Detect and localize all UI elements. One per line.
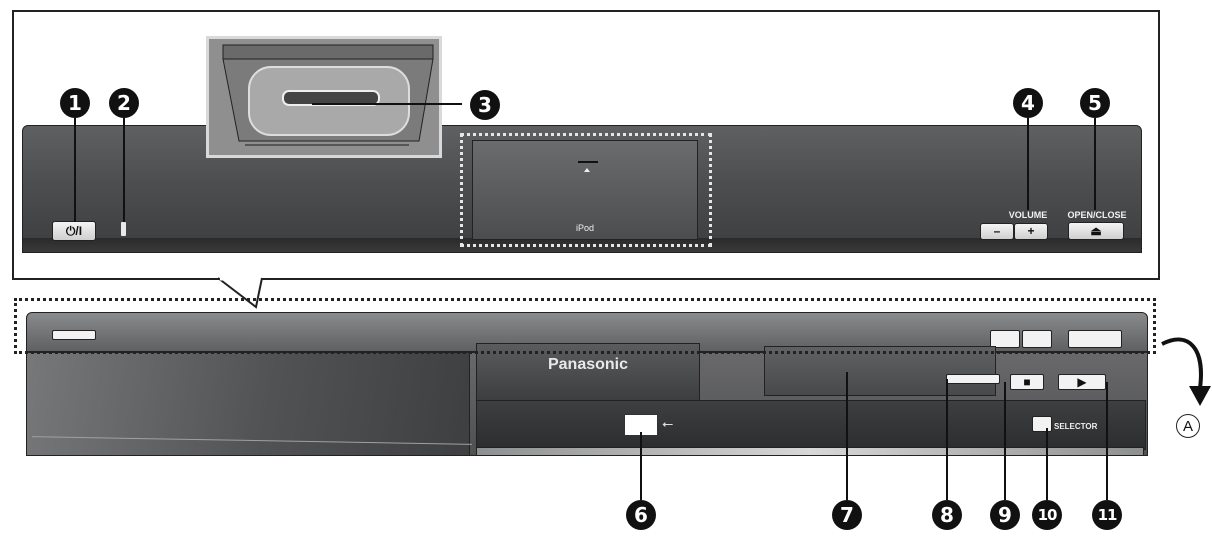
dock-arrow-icon xyxy=(584,168,590,172)
play-button[interactable]: ▶ xyxy=(1058,374,1106,390)
marker-4: 4 xyxy=(1013,88,1043,118)
unit-open-close-button[interactable] xyxy=(1068,330,1122,348)
leader-line-9 xyxy=(1004,382,1006,500)
marker-7: 7 xyxy=(832,500,862,530)
marker-11: 11 xyxy=(1092,500,1122,530)
leader-line-1 xyxy=(74,118,76,222)
ipod-dock-highlight xyxy=(460,133,712,247)
marker-10: 10 xyxy=(1032,500,1062,530)
leader-line-8 xyxy=(946,379,948,500)
marker-9: 9 xyxy=(990,500,1020,530)
marker-5: 5 xyxy=(1080,88,1110,118)
volume-up-button[interactable]: + xyxy=(1014,223,1048,240)
leader-line-11 xyxy=(1106,382,1108,500)
label-a: A xyxy=(1176,414,1200,438)
dock-mark xyxy=(578,161,598,163)
unit-power-button[interactable] xyxy=(52,330,96,340)
marker-6: 6 xyxy=(626,500,656,530)
base-strip xyxy=(476,447,1144,456)
stop-button[interactable]: ■ xyxy=(1010,374,1044,390)
marker-1: 1 xyxy=(60,88,90,118)
unit-volume-up-button[interactable] xyxy=(1022,330,1052,348)
leader-line-6 xyxy=(640,432,642,500)
volume-label: VOLUME xyxy=(1008,210,1048,220)
usb-icon: ⭠ xyxy=(662,415,674,431)
power-button[interactable]: ⏻/I xyxy=(52,221,96,241)
leader-line-3 xyxy=(312,103,462,105)
zoom-region-highlight xyxy=(14,298,1156,354)
open-close-label: OPEN/CLOSE xyxy=(1067,210,1127,220)
volume-down-button[interactable]: – xyxy=(980,223,1014,240)
leader-line-2 xyxy=(123,118,125,222)
marker-8: 8 xyxy=(932,500,962,530)
leader-line-7 xyxy=(846,372,848,500)
remote-sensor xyxy=(946,374,1000,384)
leader-line-4 xyxy=(1027,118,1029,210)
standby-indicator xyxy=(121,222,126,236)
brand-logo: Panasonic xyxy=(547,356,629,373)
open-close-button[interactable]: ⏏ xyxy=(1068,222,1124,240)
dock-connector-inset xyxy=(206,36,442,158)
leader-line-10 xyxy=(1046,428,1048,500)
ipod-label: iPod xyxy=(575,223,594,233)
marker-2: 2 xyxy=(109,88,139,118)
selector-label: SELECTOR xyxy=(1054,422,1098,431)
selector-button[interactable] xyxy=(1032,416,1052,432)
display-window xyxy=(764,346,996,396)
ipod-dock-cover[interactable]: iPod xyxy=(472,140,698,240)
marker-3: 3 xyxy=(470,90,500,120)
unit-volume-down-button[interactable] xyxy=(990,330,1020,348)
dock-connector-illustration xyxy=(222,44,434,146)
leader-line-5 xyxy=(1094,118,1096,210)
unit-front-left-panel xyxy=(26,352,470,456)
